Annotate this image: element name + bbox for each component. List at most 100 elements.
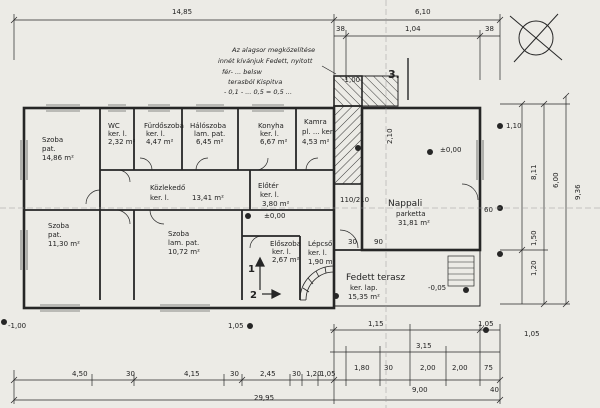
dim-bottom-a3: 1,05 — [478, 320, 494, 328]
room-konyha-name: Konyha — [258, 122, 284, 130]
room-eloter-floor: ker. l. — [260, 191, 279, 199]
room-furdo-area: 4,47 m² — [146, 138, 174, 146]
stair-label-1: 1 — [248, 264, 255, 275]
room-szoba3-floor: lam. pat. — [168, 239, 199, 247]
covered-terrace — [333, 249, 481, 307]
dim-right-3: 6,00 — [552, 172, 560, 188]
room-lepcso-floor: ker. l. — [308, 249, 327, 257]
room-kozlekedo-floor: ker. l. — [150, 194, 169, 202]
room-szoba2-floor: pat. — [48, 231, 62, 239]
room-haloszoba-area: 6,45 m² — [196, 138, 224, 146]
room-wc-name: WC — [108, 122, 120, 130]
room-kamra-name: Kamra — [304, 118, 327, 126]
north-arrow-icon — [509, 13, 563, 63]
elevation-terrace: -0,05 — [428, 284, 446, 292]
dim-bottom-c4: 30 — [230, 370, 239, 378]
note-line-1: Az alagsor megközelítése — [231, 46, 315, 54]
elevation-nappali: ±0,00 — [440, 146, 461, 154]
elevation-chimney: -1,00 — [342, 76, 360, 84]
chimney-hatch — [333, 105, 363, 185]
dim-misc-90: 90 — [374, 238, 383, 246]
dim-top-inner: 1,04 — [405, 25, 421, 33]
dim-bottom-b3: 2,00 — [420, 364, 436, 372]
dim-bottom-c7: 1,20 — [306, 370, 322, 378]
dim-right-1: 1,10 — [506, 122, 522, 130]
dim-bottom-c10: 40 — [490, 386, 499, 394]
room-terasz-name: Fedett terasz — [346, 273, 405, 283]
room-haloszoba-floor: lam. pat. — [194, 130, 225, 138]
room-kozlekedo-name: Közlekedő — [150, 183, 185, 192]
dim-bottom-c9: 9,00 — [412, 386, 428, 394]
dim-bottom-b2: 30 — [384, 364, 393, 372]
room-haloszoba-name: Hálószoba — [190, 122, 226, 130]
elevation-eloter: ±0,00 — [264, 212, 285, 220]
room-szoba2-area: 11,30 m² — [48, 240, 80, 248]
dim-bottom-c3: 4,15 — [184, 370, 200, 378]
windows — [20, 104, 484, 312]
dim-top-total: 14,85 — [172, 8, 192, 16]
room-furdo-floor: ker. l. — [146, 130, 165, 138]
dim-misc-30: 30 — [348, 238, 357, 246]
room-lepcso-area: 1,90 m² — [308, 258, 336, 266]
note-leader — [321, 65, 337, 75]
room-terasz-floor: ker. lap. — [350, 284, 378, 292]
room-eloter-area: 3,80 m² — [262, 200, 290, 208]
room-terasz-area: 15,35 m² — [348, 293, 380, 301]
dim-bottom-c8: 1,05 — [320, 370, 336, 378]
room-eloszoba-floor: ker. l. — [272, 248, 291, 256]
room-szoba1-floor: pat. — [42, 145, 56, 153]
room-nappali-floor: parketta — [396, 210, 426, 218]
room-kamra-floor: pl. ... ker. — [302, 128, 334, 136]
bottom-dimension-lines — [10, 324, 504, 404]
dim-right-6: 1,20 — [530, 260, 538, 276]
top-dimension-lines — [10, 14, 504, 80]
room-eloter-name: Előtér — [258, 181, 279, 190]
dim-bottom-total: 29,95 — [254, 394, 274, 402]
room-nappali-area: 31,81 m² — [398, 219, 430, 227]
note-line-5: - 0,1 - ... 0,5 = 0,5 ... — [224, 88, 292, 96]
room-szoba2-name: Szoba — [48, 222, 69, 230]
dim-bottom-b1: 1,80 — [354, 364, 370, 372]
room-eloszoba-area: 2,67 m² — [272, 256, 300, 264]
dim-misc-105b: 1,05 — [524, 330, 540, 338]
dim-top-wall-left: 38 — [336, 25, 345, 33]
note-line-3: fér- ... belsw — [222, 68, 263, 76]
dim-bottom-a2: 3,15 — [416, 342, 432, 350]
dim-bottom-a1: 1,15 — [368, 320, 384, 328]
room-nappali-name: Nappali — [388, 199, 422, 209]
dim-bottom-c5: 2,45 — [260, 370, 276, 378]
dim-right-4: 9,36 — [574, 184, 582, 200]
dim-bottom-b4: 2,00 — [452, 364, 468, 372]
dim-right-7: 60 — [484, 206, 493, 214]
room-szoba3-name: Szoba — [168, 230, 189, 238]
handwritten-note: Az alagsor megközelítése innét kívánjuk … — [218, 46, 315, 96]
dim-right-2: 8,11 — [530, 164, 538, 180]
room-konyha-floor: ker. l. — [260, 130, 279, 138]
right-dimension-lines — [500, 92, 570, 308]
room-szoba1-name: Szoba — [42, 136, 63, 144]
room-konyha-area: 6,67 m² — [260, 138, 288, 146]
room-eloszoba-name: Előszoba — [270, 239, 301, 248]
dim-misc-210: 2,10 — [386, 128, 394, 144]
elevation-outside: -1,00 — [8, 322, 26, 330]
room-wc-floor: ker. l. — [108, 130, 127, 138]
door-size-label: 110/210 — [340, 196, 369, 204]
dim-top-wall-right: 38 — [485, 25, 494, 33]
dim-top-right: 6,10 — [415, 8, 431, 16]
note-line-2: innét kívánjuk Fedett, nyitott — [218, 57, 313, 65]
interior-walls — [24, 108, 480, 300]
note-line-4: terasból Kispitva — [228, 78, 282, 86]
chimney-extension — [361, 75, 399, 107]
room-furdo-name: Fürdőszoba — [144, 121, 184, 130]
dim-misc-105: 1,05 — [228, 322, 244, 330]
dim-bottom-c6: 30 — [292, 370, 301, 378]
room-wc-area: 2,32 m² — [108, 138, 136, 146]
dim-right-5: 1,50 — [530, 230, 538, 246]
section-mark: 3. — [388, 68, 400, 81]
room-kamra-area: 4,53 m² — [302, 138, 330, 146]
doors — [85, 157, 479, 249]
dim-bottom-c1: 4,50 — [72, 370, 88, 378]
room-labels: Szoba pat. 14,86 m² WC ker. l. 2,32 m² F… — [42, 118, 430, 301]
